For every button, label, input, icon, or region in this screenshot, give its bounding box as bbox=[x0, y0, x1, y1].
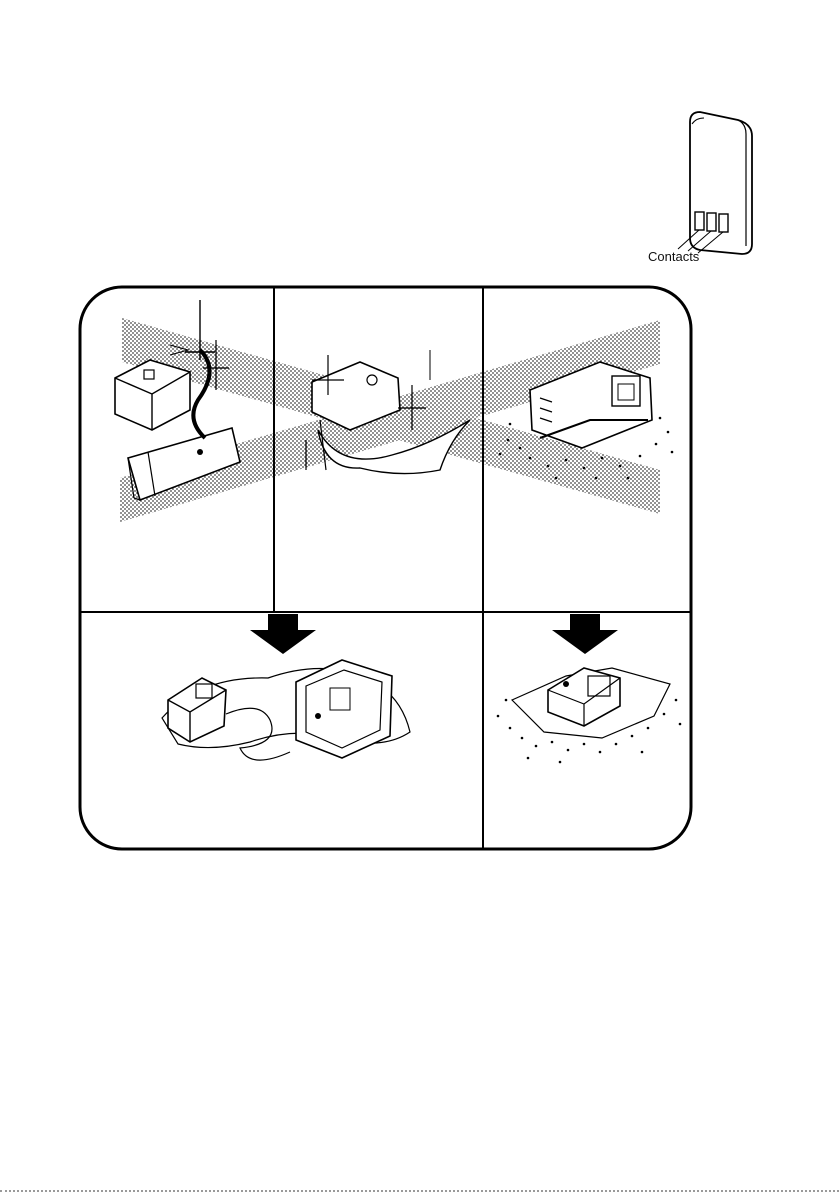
arrow-down-icon bbox=[552, 614, 618, 654]
page-edge-rule bbox=[0, 1190, 839, 1192]
arrow-down-icon bbox=[250, 614, 316, 654]
battery-illustration bbox=[678, 112, 752, 254]
panel-cloth-protection bbox=[497, 668, 682, 763]
panel-dry-cloth bbox=[162, 660, 410, 760]
contacts-label: Contacts bbox=[648, 249, 699, 264]
